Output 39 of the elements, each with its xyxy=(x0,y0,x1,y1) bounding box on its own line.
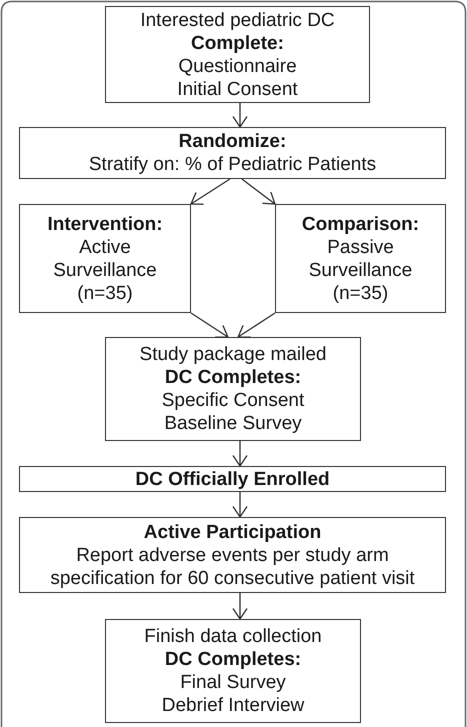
arrow xyxy=(242,178,276,205)
process-box xyxy=(19,466,446,492)
step-text: Passive Surveillance xyxy=(308,236,414,282)
arrow xyxy=(237,312,276,338)
arrow xyxy=(190,312,229,338)
step-text: Study package mailed xyxy=(140,343,326,366)
step-text: (n=35) xyxy=(332,282,388,304)
arrow xyxy=(190,178,230,205)
arrow xyxy=(232,492,248,518)
arrow xyxy=(232,103,248,128)
step-heading: DC Completes: xyxy=(164,366,302,389)
step-heading: DC Completes: xyxy=(164,648,302,671)
process-box xyxy=(19,204,191,313)
step-text: Initial Consent xyxy=(177,78,298,100)
process-box xyxy=(105,6,370,103)
arrow xyxy=(232,441,248,467)
process-box xyxy=(19,127,446,179)
step-text: Final Survey xyxy=(180,671,286,694)
step-heading: Comparison: xyxy=(302,212,420,236)
step-text: Questionnaire xyxy=(178,54,297,78)
step-text: Interested pediatric DC xyxy=(140,8,335,32)
step-heading: DC Officially Enrolled xyxy=(135,468,330,490)
step-text: Active Surveillance xyxy=(52,236,158,282)
step-heading: Active Participation xyxy=(144,520,322,544)
step-text: (n=35) xyxy=(77,282,133,304)
step-text: Specific Consent xyxy=(162,389,304,412)
process-box xyxy=(19,517,446,593)
step-heading: Randomize: xyxy=(178,130,286,153)
step-text: Stratify on: % of Pediatric Patients xyxy=(88,153,376,176)
step-heading: Intervention: xyxy=(47,212,163,236)
arrow xyxy=(232,593,248,620)
process-box xyxy=(105,619,361,723)
step-text: Debrief Interview xyxy=(162,694,304,717)
step-heading: Complete: xyxy=(191,32,284,54)
process-box xyxy=(275,204,446,313)
step-text: Baseline Survey xyxy=(164,412,302,435)
process-box xyxy=(105,337,361,441)
step-text: Finish data collection xyxy=(144,625,322,648)
step-text: Report adverse events per study arm specification for 60 consecutive patient visit xyxy=(49,544,416,590)
